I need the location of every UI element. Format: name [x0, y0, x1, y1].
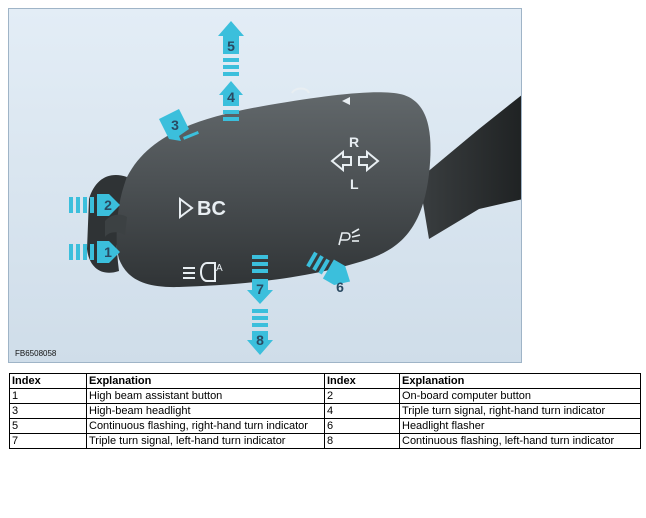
header-index: Index [9, 373, 87, 389]
explanation-cell: On-board computer button [399, 388, 641, 404]
explanation-cell: High beam assistant button [86, 388, 325, 404]
callout-3: 3 [171, 117, 179, 133]
legend-header-row: Index Explanation Index Explanation [9, 373, 641, 389]
explanation-cell: Continuous flashing, left-hand turn indi… [399, 433, 641, 449]
svg-text:A: A [216, 263, 223, 274]
lever-tip-ring [105, 214, 127, 237]
lever-stalk [419, 95, 521, 239]
table-row: 5 Continuous flashing, right-hand turn i… [9, 418, 641, 434]
explanation-cell: Headlight flasher [399, 418, 641, 434]
explanation-cell: Triple turn signal, right-hand turn indi… [399, 403, 641, 419]
triangle-icon [342, 97, 350, 105]
explanation-cell: High-beam headlight [86, 403, 325, 419]
callout-7: 7 [256, 281, 264, 297]
callout-5: 5 [227, 38, 235, 54]
play-triangle-icon [179, 197, 194, 219]
explanation-cell: Triple turn signal, left-hand turn indic… [86, 433, 325, 449]
index-cell: 8 [324, 433, 400, 449]
table-row: 7 Triple turn signal, left-hand turn ind… [9, 433, 641, 449]
high-beam-icon [291, 87, 310, 94]
lever-diagram: BC A R L [8, 8, 522, 363]
high-beam-assistant-icon: A [183, 262, 223, 282]
right-label: R [349, 134, 359, 150]
lever-body [115, 92, 431, 288]
bc-symbol: BC [197, 198, 226, 220]
turn-direction-icon [330, 149, 380, 173]
index-cell: 2 [324, 388, 400, 404]
callout-arrows [69, 21, 351, 355]
callout-4: 4 [227, 89, 235, 105]
legend-table: Index Explanation Index Explanation 1 Hi… [9, 373, 641, 449]
header-explanation: Explanation [86, 373, 325, 389]
index-cell: 1 [9, 388, 87, 404]
header-explanation: Explanation [399, 373, 641, 389]
callout-6: 6 [336, 279, 344, 295]
index-cell: 4 [324, 403, 400, 419]
index-cell: 7 [9, 433, 87, 449]
callout-2: 2 [104, 197, 112, 213]
explanation-cell: Continuous flashing, right-hand turn ind… [86, 418, 325, 434]
index-cell: 3 [9, 403, 87, 419]
callout-1: 1 [104, 244, 112, 260]
lever-illustration: BC A R L [69, 21, 521, 355]
index-cell: 6 [324, 418, 400, 434]
header-index: Index [324, 373, 400, 389]
index-cell: 5 [9, 418, 87, 434]
figure-code: FB6508058 [15, 349, 57, 358]
table-row: 1 High beam assistant button 2 On-board … [9, 388, 641, 404]
table-row: 3 High-beam headlight 4 Triple turn sign… [9, 403, 641, 419]
headlight-flasher-icon [338, 228, 361, 246]
left-label: L [350, 176, 359, 192]
callout-8: 8 [256, 332, 264, 348]
